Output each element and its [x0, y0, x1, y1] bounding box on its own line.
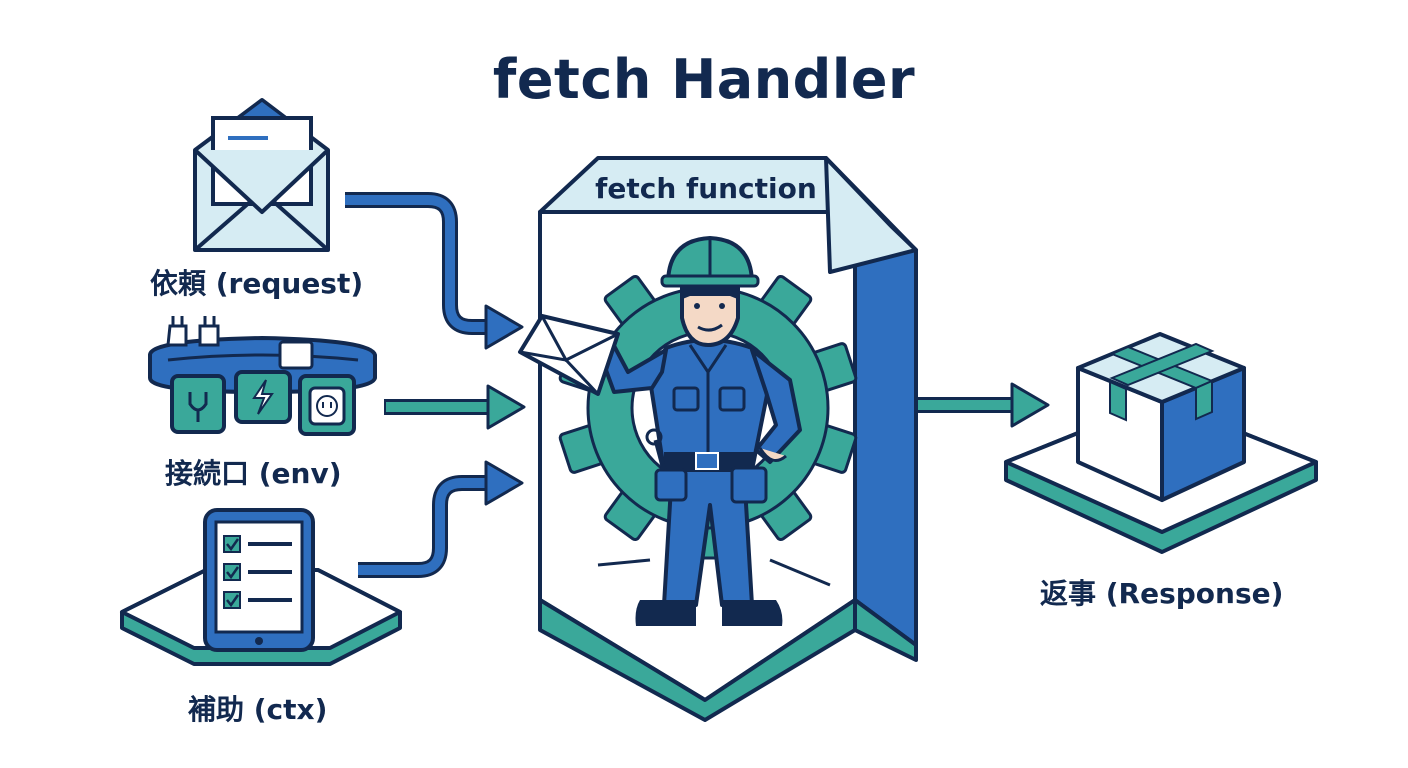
- arrow-request: [345, 192, 524, 350]
- package-box-icon: [1004, 332, 1318, 554]
- worker-figure: [596, 236, 802, 626]
- tool-belt-icon: [148, 316, 377, 436]
- arrow-ctx: [358, 460, 524, 578]
- request-label: 依頼 (request): [150, 267, 364, 300]
- handheld-envelope-icon: [518, 314, 620, 396]
- diagram-title: fetch Handler: [492, 48, 916, 111]
- tablet-checklist-icon: [120, 508, 402, 666]
- arrow-response: [904, 382, 1050, 428]
- env-label: 接続口 (env): [165, 457, 342, 490]
- envelope-icon: [193, 98, 330, 252]
- arrow-env: [384, 384, 526, 430]
- fetch-function-label: fetch function: [595, 172, 817, 205]
- response-label: 返事 (Response): [1040, 577, 1284, 610]
- ctx-label: 補助 (ctx): [188, 693, 328, 726]
